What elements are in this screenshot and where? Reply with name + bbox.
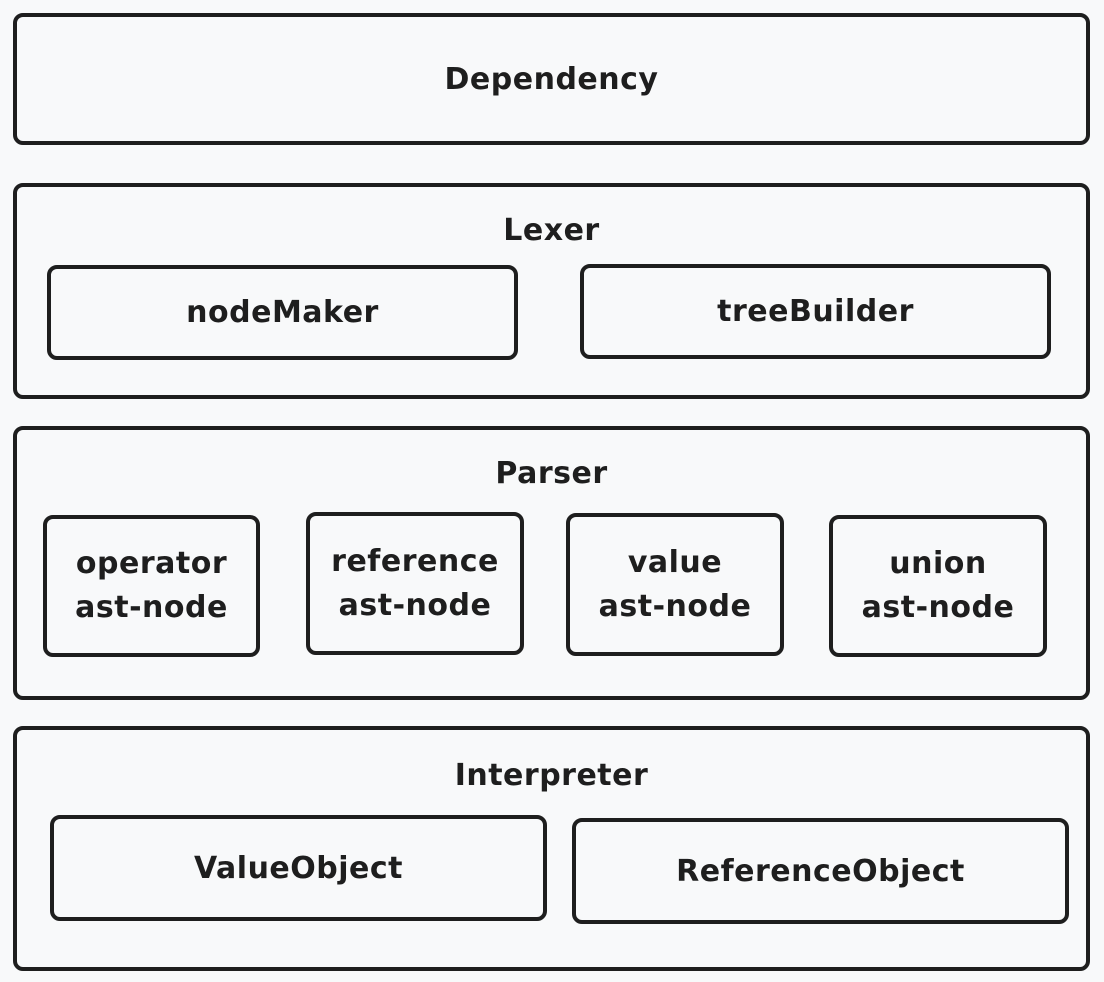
interpreter-title: Interpreter [454,758,649,793]
node-maker-label: nodeMaker [186,295,379,330]
value-ast-node-line2: ast-node [598,588,752,624]
reference-object-box: ReferenceObject [572,818,1069,924]
dependency-layer: Dependency [13,13,1090,145]
tree-builder-label: treeBuilder [717,294,914,329]
reference-ast-node-line2: ast-node [338,587,492,623]
operator-ast-node-box: operator ast-node [43,515,260,657]
reference-ast-node-line1: reference [331,543,499,579]
union-ast-node-line2: ast-node [861,590,1015,625]
union-ast-node-line1: union [889,546,987,581]
operator-ast-node-line1: operator [75,546,228,581]
lexer-title: Lexer [503,213,600,248]
value-ast-node-box: value ast-node [566,513,784,656]
union-ast-node-box: union ast-node [829,515,1047,657]
value-ast-node-line1: value [627,544,723,580]
reference-ast-node-box: reference ast-node [306,512,524,655]
reference-object-label: ReferenceObject [676,853,965,889]
value-object-box: ValueObject [50,815,547,921]
tree-builder-box: treeBuilder [580,264,1051,359]
parser-title: Parser [495,456,608,491]
dependency-title: Dependency [444,61,659,97]
value-object-label: ValueObject [193,850,404,886]
operator-ast-node-line2: ast-node [75,590,228,625]
node-maker-box: nodeMaker [47,265,518,360]
